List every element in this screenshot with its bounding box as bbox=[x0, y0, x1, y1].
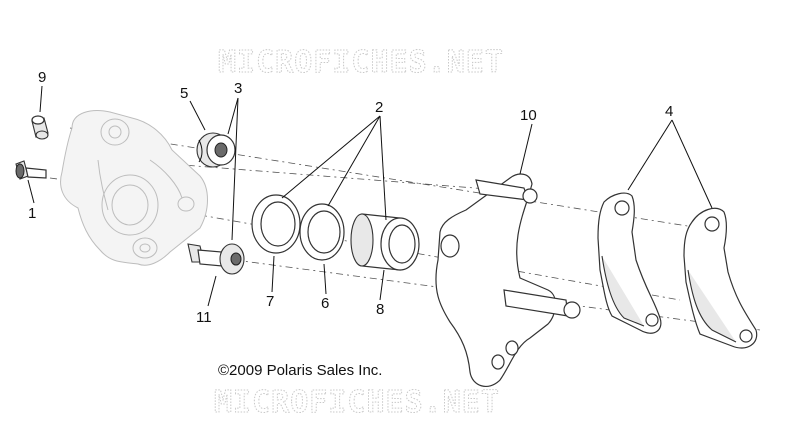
callout-8: 8 bbox=[376, 301, 384, 318]
callout-6: 6 bbox=[321, 295, 329, 312]
part-11-pin-bolt bbox=[187, 243, 245, 275]
callout-3: 3 bbox=[234, 80, 242, 97]
part-6-seal bbox=[299, 203, 345, 261]
caliper-body bbox=[60, 110, 208, 266]
callout-1: 1 bbox=[28, 205, 36, 222]
callout-9: 9 bbox=[38, 69, 46, 86]
part-4-brake-pad-rear bbox=[683, 207, 758, 349]
part-4-brake-pad-front bbox=[597, 192, 662, 334]
part-1-bleeder-screw bbox=[15, 160, 47, 180]
watermark-bottom: MICROFICHES.NET bbox=[214, 385, 500, 420]
leader-lines bbox=[27, 85, 713, 307]
copyright-text: ©2009 Polaris Sales Inc. bbox=[218, 362, 382, 379]
part-7-seal bbox=[251, 194, 301, 254]
part-10-bracket bbox=[435, 173, 581, 388]
callout-7: 7 bbox=[266, 293, 274, 310]
callout-11: 11 bbox=[196, 309, 212, 326]
callout-2: 2 bbox=[375, 99, 383, 116]
watermark-top: MICROFICHES.NET bbox=[218, 45, 504, 80]
callout-5: 5 bbox=[180, 85, 188, 102]
part-8-piston bbox=[350, 213, 420, 271]
callout-4: 4 bbox=[665, 103, 673, 120]
part-9-sleeve bbox=[31, 115, 49, 140]
callout-10: 10 bbox=[520, 107, 537, 124]
part-5-upper-boot bbox=[196, 132, 236, 168]
